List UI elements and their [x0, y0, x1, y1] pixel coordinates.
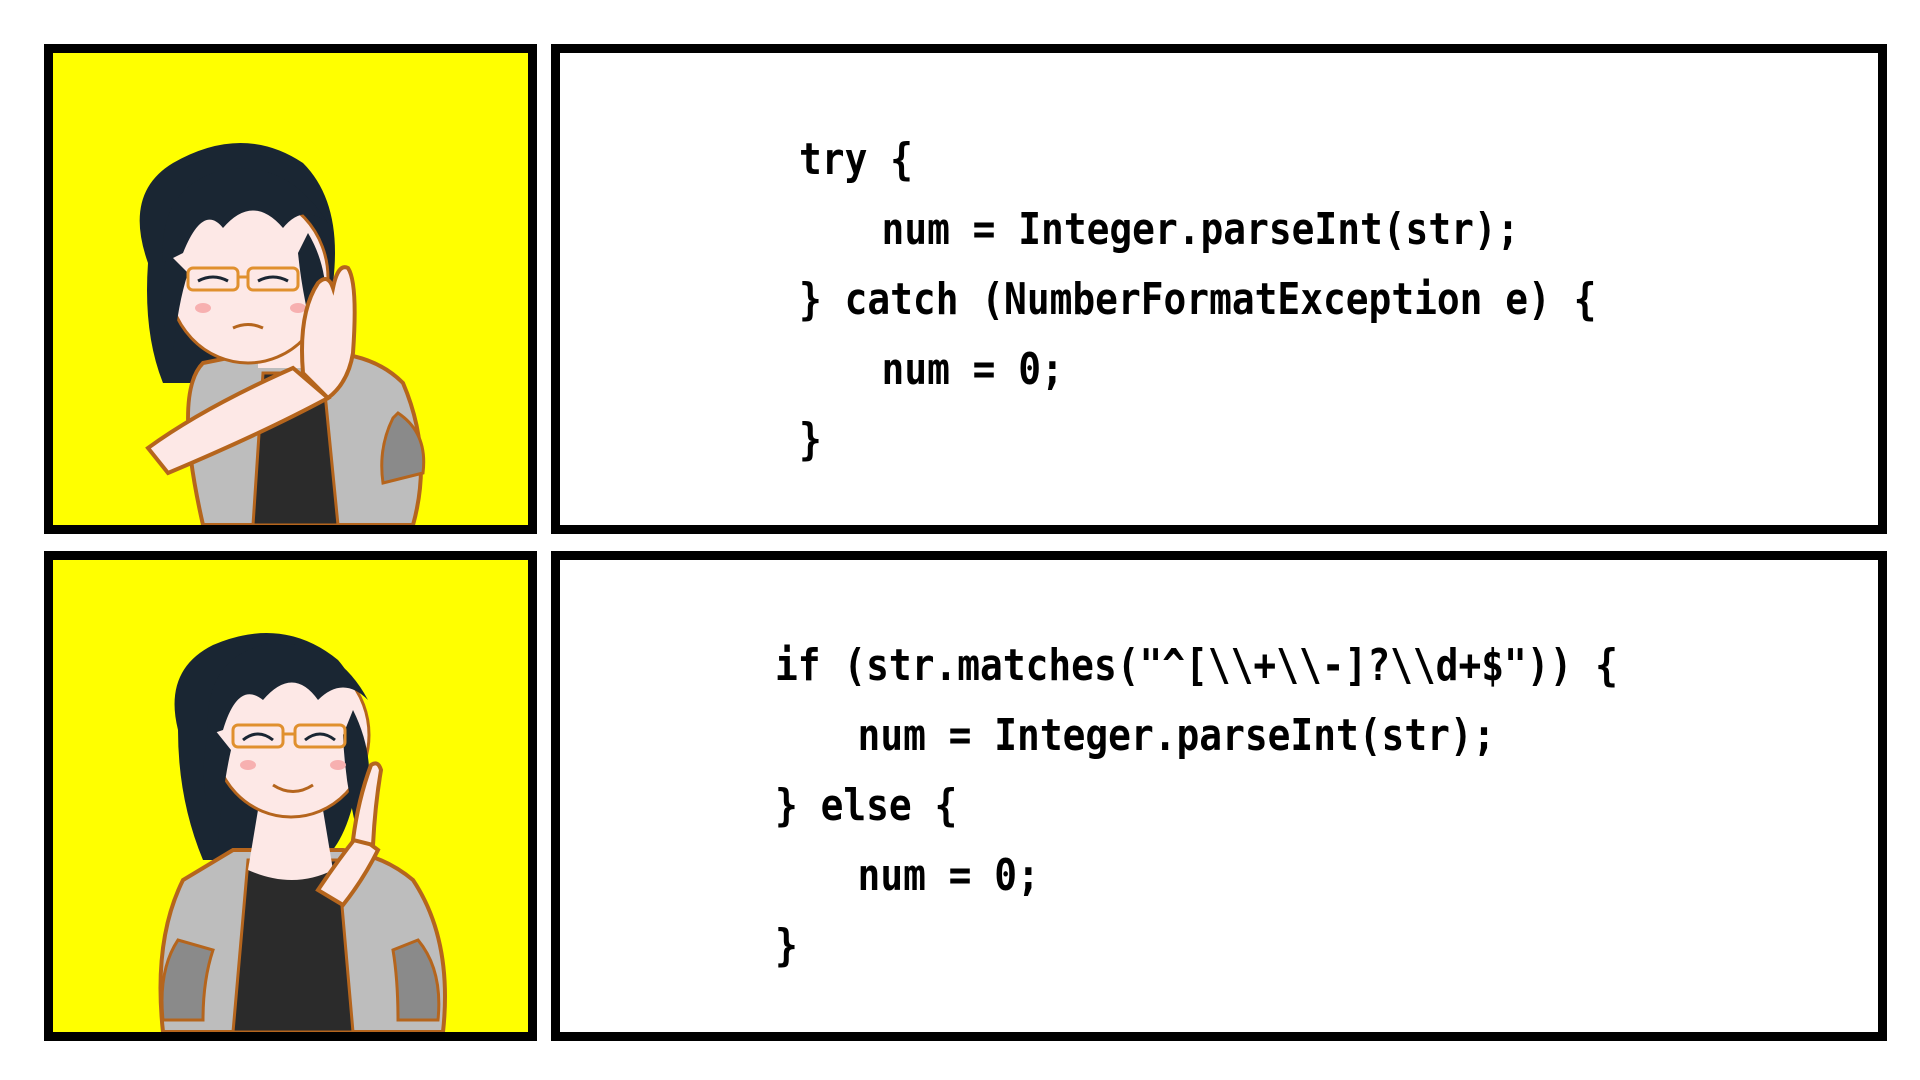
character-approving-icon [158, 633, 447, 1032]
code-line: try { [799, 134, 913, 185]
code-line: } else { [775, 780, 958, 831]
bottom-code-block: if (str.matches("^[\\+\\-]?\\d+$")) { num… [775, 631, 1618, 981]
code-line: } [799, 414, 822, 465]
top-reaction-panel [44, 44, 537, 534]
code-line: num = Integer.parseInt(str); [857, 710, 1496, 761]
bottom-reaction-panel [44, 551, 537, 1041]
code-line: } [775, 920, 798, 971]
bottom-code-panel: if (str.matches("^[\\+\\-]?\\d+$")) { num… [551, 551, 1887, 1041]
top-code-panel: try { num = Integer.parseInt(str); } catch… [551, 44, 1887, 534]
character-rejecting-icon [139, 143, 426, 525]
code-line: num = 0; [857, 850, 1040, 901]
top-code-block: try { num = Integer.parseInt(str); } catch… [799, 125, 1596, 475]
code-line: } catch (NumberFormatException e) { [799, 274, 1597, 325]
code-line: num = 0; [881, 344, 1064, 395]
code-line: num = Integer.parseInt(str); [881, 204, 1520, 255]
code-line: if (str.matches("^[\\+\\-]?\\d+$")) { [775, 640, 1618, 691]
